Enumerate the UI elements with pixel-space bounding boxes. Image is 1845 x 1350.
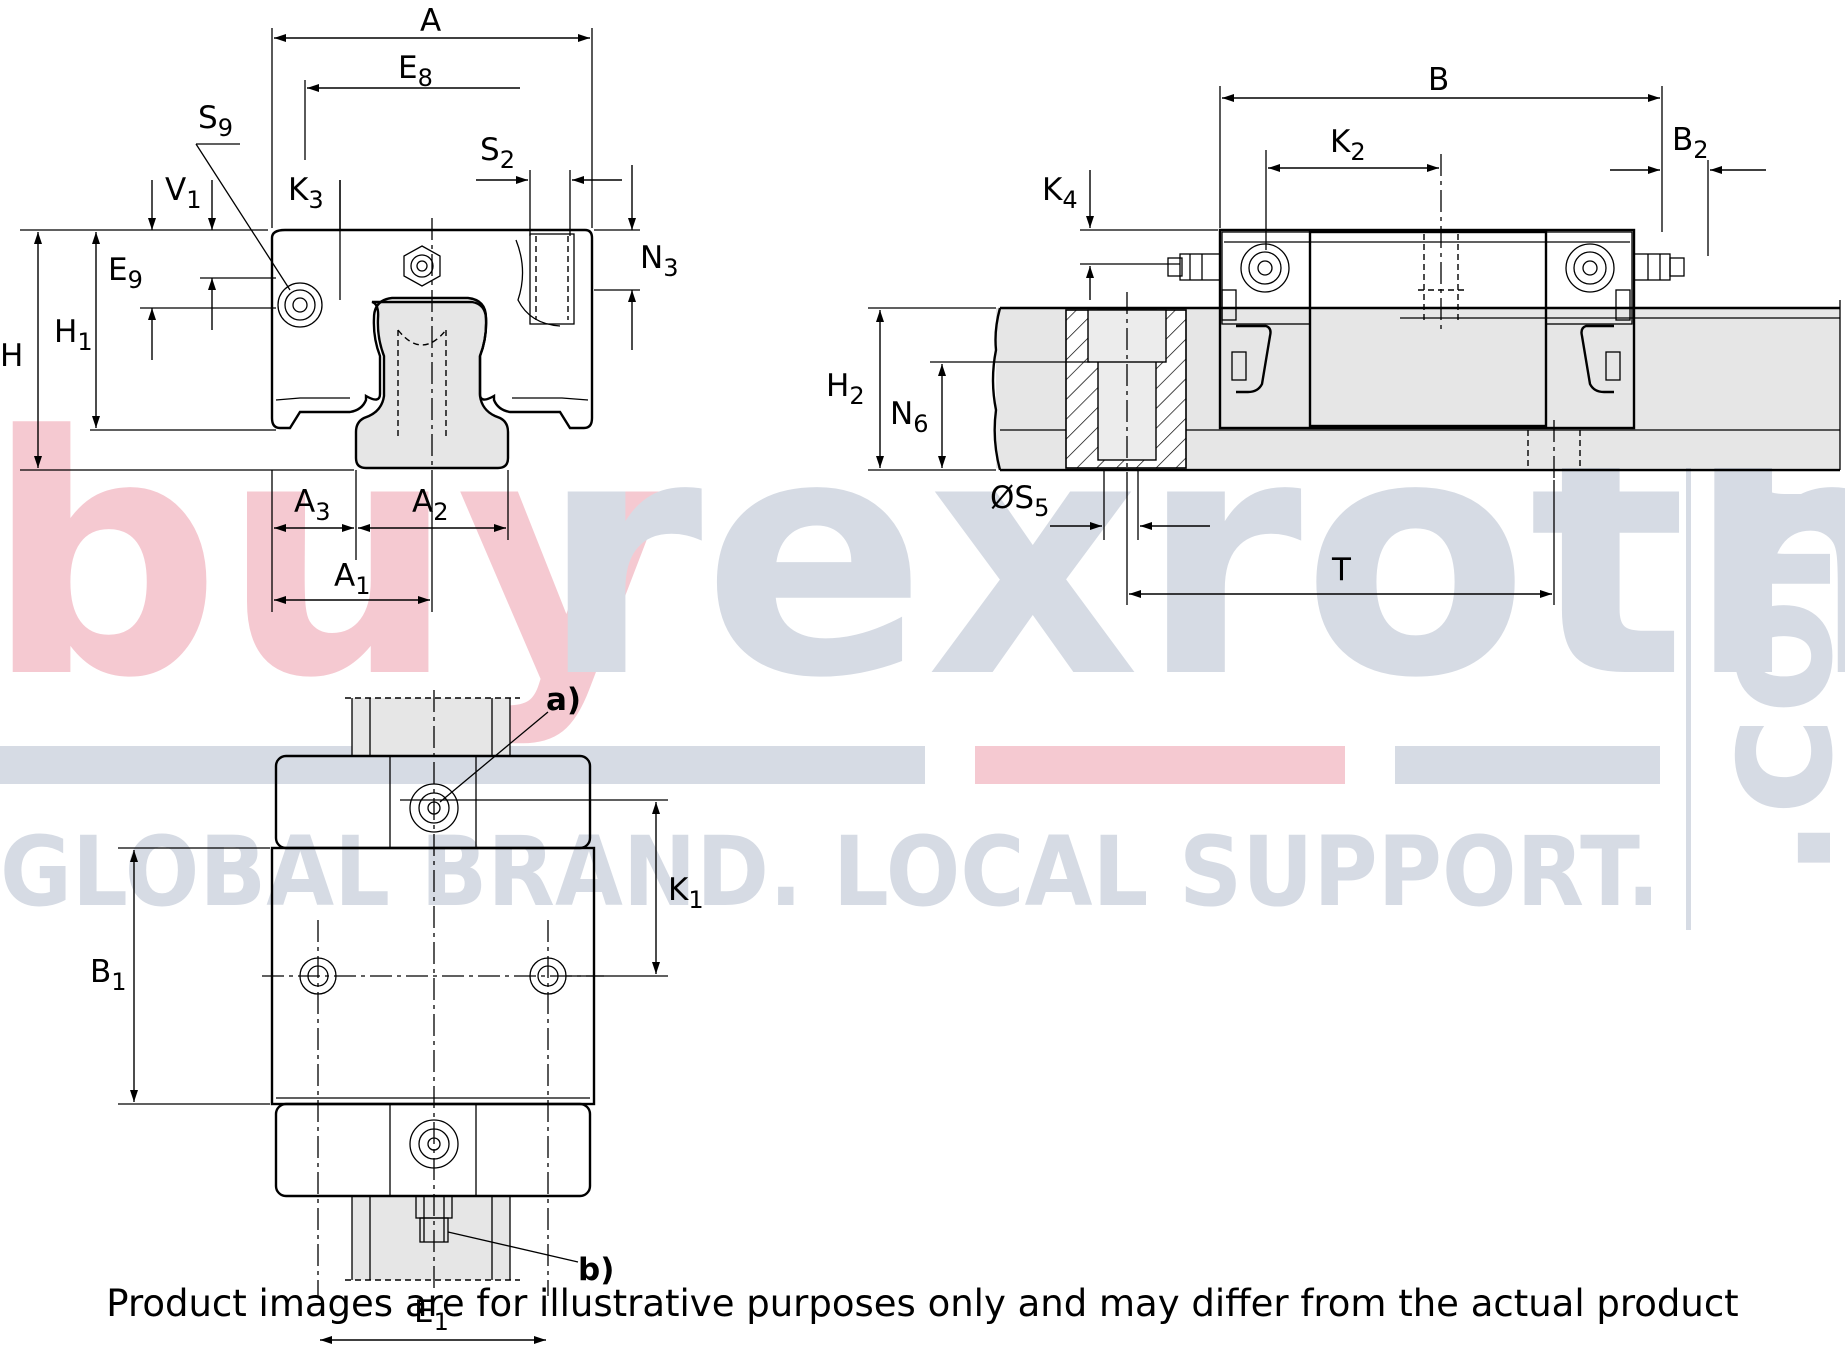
svg-text:S9: S9 bbox=[198, 100, 233, 142]
front-carriage bbox=[270, 228, 594, 430]
dim-label-E1: E bbox=[414, 1294, 434, 1330]
watermark-brand-suffix: .com bbox=[1673, 421, 1845, 880]
side-grease-nipple-left bbox=[1167, 253, 1221, 281]
front-lube-port bbox=[277, 282, 323, 328]
disclaimer-caption: Product images are for illustrative purp… bbox=[106, 1282, 1739, 1325]
dim-label-A2: A bbox=[412, 484, 433, 520]
front-threaded-hole bbox=[515, 233, 575, 327]
dim-label-H2: H bbox=[826, 368, 849, 404]
watermark-bar-right bbox=[1395, 746, 1660, 784]
dim-label-N3: N bbox=[640, 240, 663, 276]
dim-label-H: H bbox=[0, 338, 23, 374]
dim-label-S9: S bbox=[198, 100, 218, 136]
svg-text:K1: K1 bbox=[668, 872, 704, 914]
dim-label-S2: S bbox=[480, 132, 500, 168]
svg-text:H2: H2 bbox=[826, 368, 865, 410]
dim-label-H1: H bbox=[54, 314, 77, 350]
dim-label-B: B bbox=[1428, 62, 1449, 98]
callout-label-b: b) bbox=[578, 1252, 614, 1288]
svg-text:E1: E1 bbox=[414, 1294, 449, 1336]
side-grease-nipple-right bbox=[1633, 253, 1685, 281]
dim-label-E9: E bbox=[108, 252, 128, 288]
top-rail-upper bbox=[352, 698, 510, 756]
svg-text:V1: V1 bbox=[165, 172, 202, 214]
dim-label-A: A bbox=[420, 3, 441, 39]
callout-label-a: a) bbox=[546, 682, 581, 718]
side-lube-left bbox=[1240, 243, 1290, 293]
watermark-tagline: GLOBAL BRAND. LOCAL SUPPORT. bbox=[0, 816, 1660, 928]
svg-text:B1: B1 bbox=[90, 954, 127, 996]
watermark-divider bbox=[1686, 420, 1691, 930]
svg-text:E9: E9 bbox=[108, 252, 143, 294]
dim-label-K3: K bbox=[288, 172, 309, 208]
dim-label-K1: K bbox=[668, 872, 689, 908]
svg-text:N6: N6 bbox=[890, 396, 928, 438]
svg-text:K2: K2 bbox=[1330, 124, 1366, 166]
svg-text:A3: A3 bbox=[294, 484, 331, 526]
top-rail-lower bbox=[352, 1196, 510, 1280]
svg-text:S2: S2 bbox=[480, 132, 515, 174]
svg-text:H1: H1 bbox=[54, 314, 93, 356]
front-hex-screw bbox=[403, 245, 441, 287]
side-seal-right bbox=[1580, 324, 1614, 394]
dim-label-V1: V bbox=[165, 172, 186, 208]
svg-text:K3: K3 bbox=[288, 172, 324, 214]
dim-label-T: T bbox=[1331, 552, 1352, 588]
svg-text:E8: E8 bbox=[398, 50, 433, 92]
watermark-bar-mid bbox=[975, 746, 1345, 784]
side-carriage bbox=[1218, 228, 1636, 430]
svg-text:N3: N3 bbox=[640, 240, 678, 282]
dim-label-K4: K bbox=[1042, 172, 1063, 208]
dim-label-K2: K bbox=[1330, 124, 1351, 160]
dim-label-A3: A bbox=[294, 484, 315, 520]
side-seal-left bbox=[1236, 324, 1272, 394]
svg-text:A1: A1 bbox=[334, 558, 371, 600]
dim-label-S5: ØS bbox=[990, 480, 1034, 516]
side-view: B K2 B2 K4 H2 N6 ØS5 T bbox=[826, 62, 1841, 605]
dim-label-E8: E bbox=[398, 50, 418, 86]
svg-text:B2: B2 bbox=[1672, 122, 1709, 164]
dim-label-B1: B bbox=[90, 954, 111, 990]
svg-text:K4: K4 bbox=[1042, 172, 1078, 214]
front-view: A E8 S9 V1 K3 S2 N3 E9 H H1 A3 A2 A1 bbox=[0, 3, 678, 612]
dim-label-A1: A bbox=[334, 558, 355, 594]
top-view: a) b) K1 B1 E1 bbox=[90, 682, 704, 1344]
side-lube-right bbox=[1565, 243, 1615, 293]
dim-label-N6: N bbox=[890, 396, 913, 432]
svg-text:ØS5: ØS5 bbox=[990, 480, 1049, 522]
dim-label-B2: B bbox=[1672, 122, 1693, 158]
svg-text:A2: A2 bbox=[412, 484, 449, 526]
